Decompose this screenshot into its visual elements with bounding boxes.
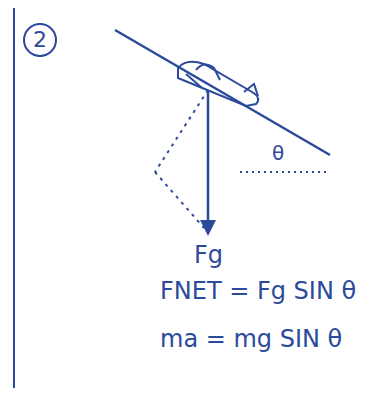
margin-line (13, 8, 15, 388)
component-dashed (155, 172, 204, 228)
equation-text: ma = mg SIN θ (160, 326, 342, 352)
arrow-head (200, 220, 216, 236)
incline-line (115, 30, 330, 155)
callout-circle (24, 24, 56, 56)
angle-label: θ (272, 142, 284, 164)
force-label: Fg (194, 242, 223, 268)
equation-text: FNET = Fg SIN θ (160, 278, 356, 304)
horizontal-reference (240, 171, 330, 173)
callout-number: 2 (33, 28, 47, 52)
component-dashed (155, 90, 208, 172)
force-arrow (207, 90, 210, 228)
sled-figure (178, 62, 258, 106)
